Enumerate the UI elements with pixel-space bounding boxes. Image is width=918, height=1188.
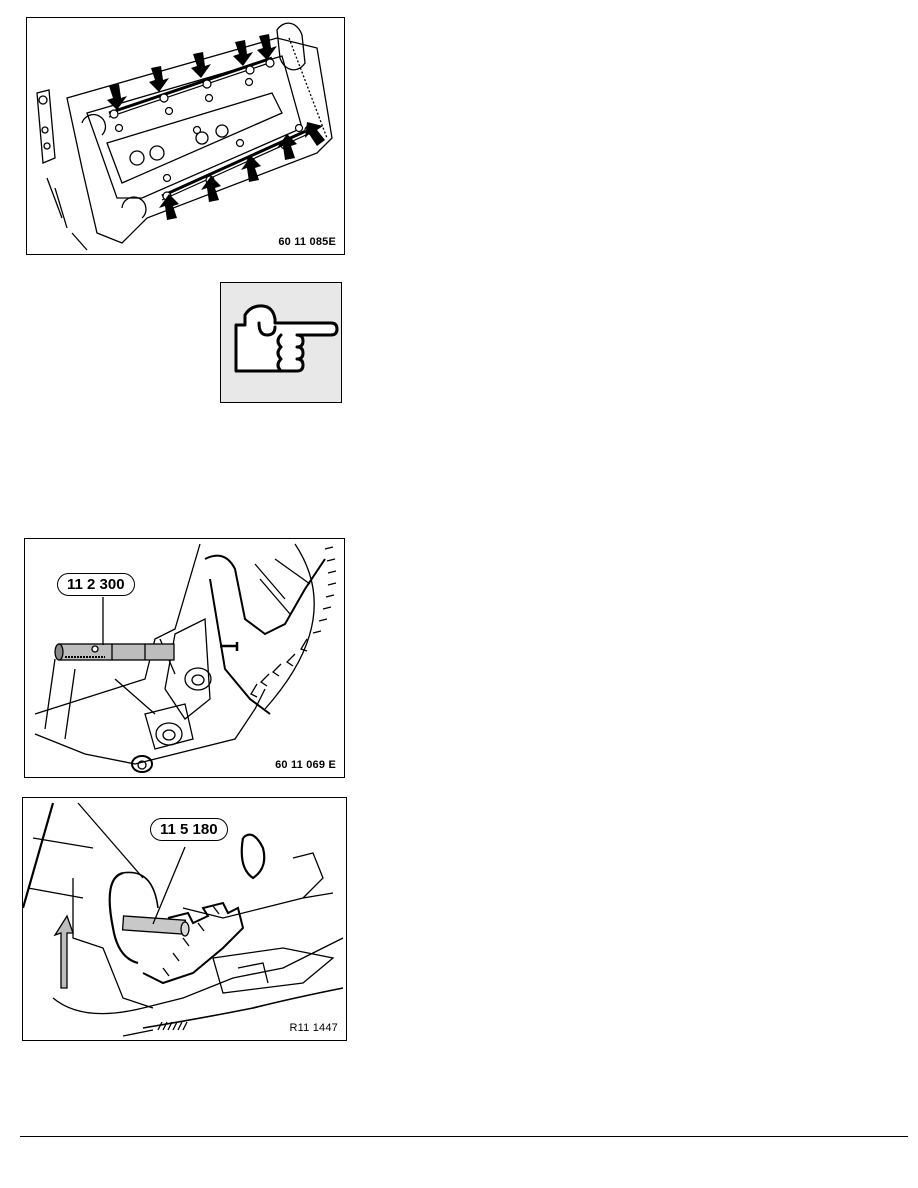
figure-code: 60 11 069 E <box>275 759 336 771</box>
tool-number-label: 11 2 300 <box>57 573 135 596</box>
text-column <box>370 17 900 1117</box>
flywheel-housing-illustration <box>34 543 337 773</box>
footer-rule <box>20 1136 908 1137</box>
note-box <box>220 282 342 403</box>
figure-flywheel-locking-pin: 11 5 180 R11 1447 <box>22 797 347 1041</box>
tool-number-label: 11 5 180 <box>150 818 228 841</box>
figure-cylinder-head: 60 11 085E <box>26 17 345 255</box>
figure-flywheel-lock-tool: 11 2 300 60 11 069 E <box>24 538 345 778</box>
pointing-hand-icon <box>234 304 339 373</box>
figure-code: R11 1447 <box>289 1022 338 1034</box>
figure-code: 60 11 085E <box>278 236 336 248</box>
transmission-housing-illustration <box>23 802 344 1037</box>
cylinder-head-illustration <box>36 22 333 251</box>
